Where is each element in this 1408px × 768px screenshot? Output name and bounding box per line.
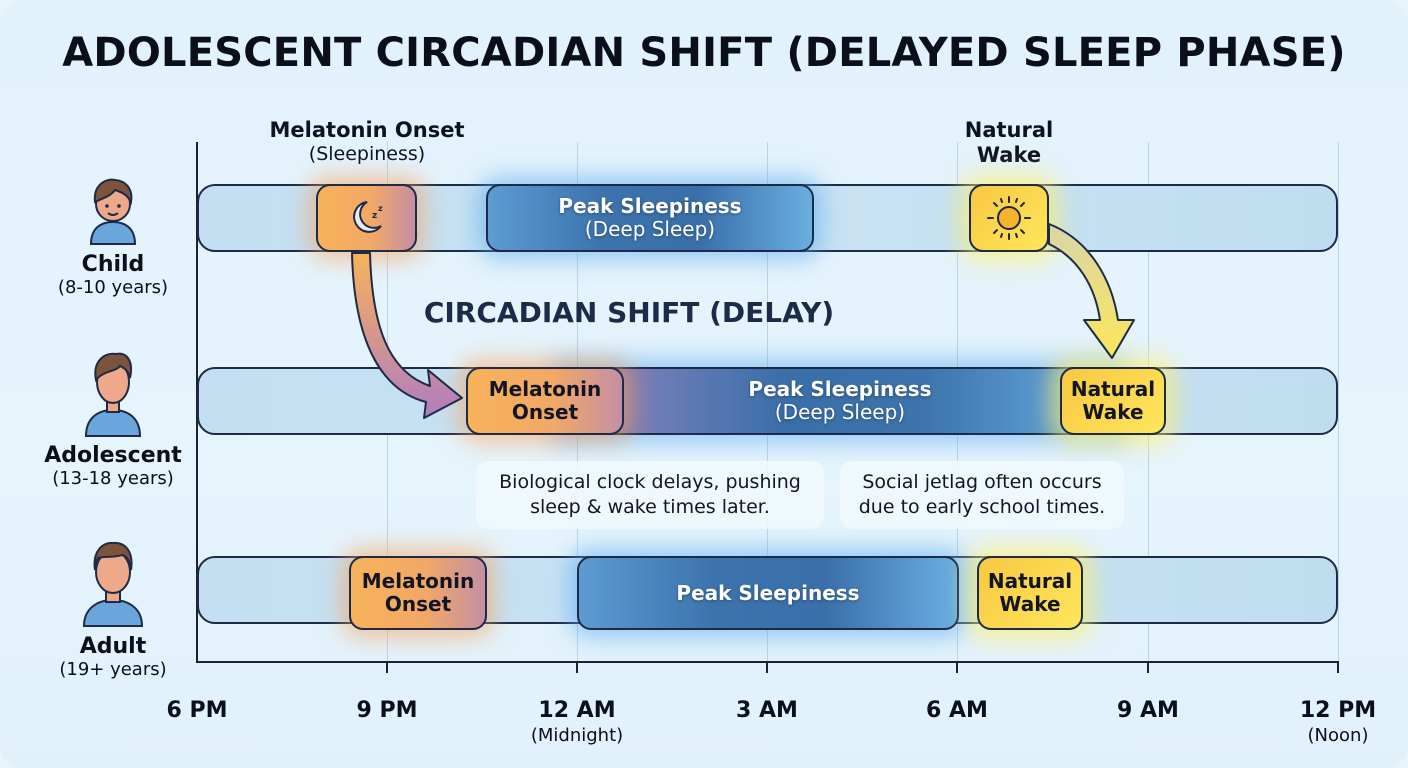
wake-header-line1: Natural bbox=[964, 118, 1054, 142]
tick-label-6am: 6 AM bbox=[926, 698, 988, 723]
adult-avatar-icon bbox=[82, 541, 144, 627]
tick-label-6pm: 6 PM bbox=[167, 698, 228, 723]
tick-label-9pm: 9 PM bbox=[357, 698, 418, 723]
tick-label-text: 6 AM bbox=[926, 698, 988, 723]
tick-12pm bbox=[1337, 661, 1339, 673]
svg-text:z: z bbox=[378, 204, 383, 213]
moon-sleep-icon: z z bbox=[352, 201, 383, 233]
row-label-child: Child (8-10 years) bbox=[58, 252, 168, 298]
tick-label-text: 9 PM bbox=[356, 698, 418, 723]
tick-label-3am: 3 AM bbox=[736, 698, 798, 723]
melatonin-label-line1: Melatonin bbox=[488, 377, 602, 401]
child-avatar-icon bbox=[89, 178, 137, 245]
adult-natural-wake-block: Natural Wake bbox=[977, 556, 1083, 630]
note-line1: Social jetlag often occurs bbox=[862, 471, 1102, 494]
tick-12am bbox=[576, 661, 578, 673]
circadian-shift-label: CIRCADIAN SHIFT (DELAY) bbox=[423, 296, 835, 329]
tick-9am bbox=[1147, 661, 1149, 673]
tick-label-text: 3 AM bbox=[736, 698, 798, 723]
note-biological-clock: Biological clock delays, pushing sleep &… bbox=[476, 461, 824, 529]
melatonin-label-line2: Onset bbox=[511, 400, 579, 424]
tick-label-12am: 12 AM (Midnight) bbox=[531, 698, 623, 746]
melatonin-header-subtitle: (Sleepiness) bbox=[308, 143, 426, 166]
adolescent-natural-wake-block: Natural Wake bbox=[1060, 367, 1166, 435]
tick-9pm bbox=[386, 661, 388, 673]
peak-label: Peak Sleepiness bbox=[558, 194, 742, 218]
tick-label-12pm: 12 PM (Noon) bbox=[1300, 698, 1376, 746]
adult-melatonin-onset-block: Melatonin Onset bbox=[349, 556, 487, 630]
tick-label-text: 6 PM bbox=[166, 698, 228, 723]
note-line1: Biological clock delays, pushing bbox=[499, 471, 801, 494]
natural-wake-header: Natural Wake bbox=[965, 118, 1053, 168]
peak-label: Peak Sleepiness bbox=[676, 580, 860, 605]
row-label-adult: Adult (19+ years) bbox=[59, 634, 166, 680]
note-line2: due to early school times. bbox=[858, 496, 1106, 518]
child-melatonin-onset-block: z z bbox=[316, 184, 417, 252]
adult-peak-sleepiness-block: Peak Sleepiness bbox=[577, 556, 959, 630]
note-line2: sleep & wake times later. bbox=[530, 496, 770, 518]
melatonin-label-line2: Onset bbox=[384, 592, 452, 616]
tick-sublabel: (Midnight) bbox=[530, 725, 624, 746]
svg-text:z: z bbox=[372, 211, 377, 221]
adolescent-peak-sleepiness-block: Peak Sleepiness (Deep Sleep) bbox=[560, 367, 1120, 435]
wake-label-line2: Wake bbox=[999, 592, 1061, 616]
tick-label-text: 9 AM bbox=[1117, 698, 1179, 723]
row-age: (19+ years) bbox=[59, 659, 167, 680]
tick-label-9am: 9 AM bbox=[1117, 698, 1179, 723]
wake-label-line1: Natural bbox=[1070, 377, 1156, 401]
row-name: Adolescent bbox=[44, 443, 182, 468]
row-label-adolescent: Adolescent (13-18 years) bbox=[44, 443, 182, 489]
melatonin-onset-header: Melatonin Onset (Sleepiness) bbox=[270, 118, 465, 166]
child-peak-sleepiness-block: Peak Sleepiness (Deep Sleep) bbox=[486, 184, 814, 252]
row-age: (13-18 years) bbox=[52, 468, 174, 489]
tick-6am bbox=[956, 661, 958, 673]
tick-label-text: 12 AM bbox=[538, 698, 616, 723]
page-title: ADOLESCENT CIRCADIAN SHIFT (DELAYED SLEE… bbox=[62, 30, 1346, 76]
tick-3am bbox=[766, 661, 768, 673]
tick-sublabel: (Noon) bbox=[1307, 725, 1369, 746]
child-natural-wake-block bbox=[969, 184, 1049, 252]
peak-sublabel: (Deep Sleep) bbox=[584, 217, 716, 241]
sun-icon bbox=[987, 196, 1031, 240]
peak-label: Peak Sleepiness bbox=[748, 377, 932, 401]
gridline-12pm bbox=[1338, 142, 1339, 662]
row-age: (8-10 years) bbox=[57, 277, 169, 298]
wake-header-line2: Wake bbox=[976, 143, 1042, 168]
adolescent-avatar-icon bbox=[84, 352, 142, 437]
row-name: Child bbox=[81, 252, 145, 277]
peak-sublabel: (Deep Sleep) bbox=[774, 400, 906, 424]
note-social-jetlag: Social jetlag often occurs due to early … bbox=[840, 461, 1124, 529]
adolescent-melatonin-onset-block: Melatonin Onset bbox=[466, 367, 624, 435]
tick-label-text: 12 PM bbox=[1299, 698, 1377, 723]
wake-label-line2: Wake bbox=[1082, 400, 1144, 424]
melatonin-label-line1: Melatonin bbox=[361, 569, 475, 593]
row-name: Adult bbox=[79, 634, 147, 659]
wake-label-line1: Natural bbox=[987, 569, 1073, 593]
melatonin-header-title: Melatonin Onset bbox=[269, 118, 465, 142]
